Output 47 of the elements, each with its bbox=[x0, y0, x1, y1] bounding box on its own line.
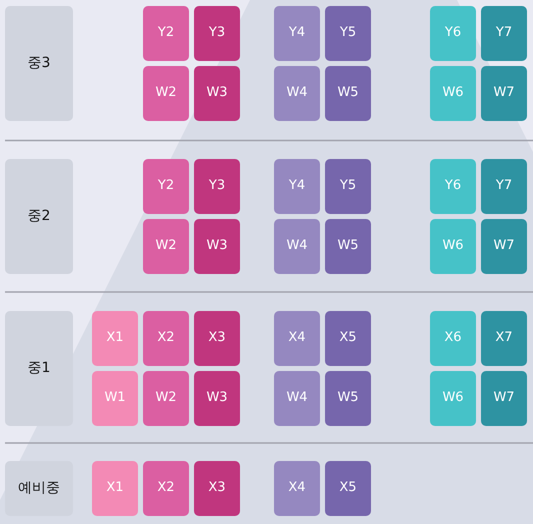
course-tile: X4 bbox=[274, 461, 320, 516]
course-tile: W5 bbox=[325, 66, 371, 121]
course-tile: W3 bbox=[194, 66, 240, 121]
course-tile: W4 bbox=[274, 371, 320, 426]
grade-label-card: 중3 bbox=[5, 6, 73, 121]
course-tile: X5 bbox=[325, 311, 371, 366]
course-tile: X1 bbox=[92, 311, 138, 366]
course-tile: W7 bbox=[481, 66, 527, 121]
course-tile: Y3 bbox=[194, 6, 240, 61]
course-tile: Y6 bbox=[430, 6, 476, 61]
course-tile: W7 bbox=[481, 219, 527, 274]
course-tile: X6 bbox=[430, 311, 476, 366]
course-tile: X3 bbox=[194, 311, 240, 366]
course-tile: Y3 bbox=[194, 159, 240, 214]
course-tile: W5 bbox=[325, 371, 371, 426]
course-tile: W4 bbox=[274, 219, 320, 274]
course-tile: W3 bbox=[194, 371, 240, 426]
course-tile: Y7 bbox=[481, 159, 527, 214]
course-tile: W2 bbox=[143, 219, 189, 274]
course-tile: X1 bbox=[92, 461, 138, 516]
course-tile: W2 bbox=[143, 66, 189, 121]
course-tile: X2 bbox=[143, 311, 189, 366]
grade-label-card: 중1 bbox=[5, 311, 73, 426]
course-tile: X3 bbox=[194, 461, 240, 516]
course-tile: Y7 bbox=[481, 6, 527, 61]
course-tile: W3 bbox=[194, 219, 240, 274]
course-tile: X4 bbox=[274, 311, 320, 366]
course-tile: Y2 bbox=[143, 6, 189, 61]
course-tile: Y4 bbox=[274, 6, 320, 61]
course-tile: X2 bbox=[143, 461, 189, 516]
course-tile: Y6 bbox=[430, 159, 476, 214]
grade-label-card: 중2 bbox=[5, 159, 73, 274]
course-tile: W6 bbox=[430, 219, 476, 274]
course-tile: Y5 bbox=[325, 6, 371, 61]
course-tile: W2 bbox=[143, 371, 189, 426]
course-tile: Y5 bbox=[325, 159, 371, 214]
course-tile: W4 bbox=[274, 66, 320, 121]
course-tile: W1 bbox=[92, 371, 138, 426]
course-tile: X5 bbox=[325, 461, 371, 516]
course-tile: W5 bbox=[325, 219, 371, 274]
course-tile: W6 bbox=[430, 371, 476, 426]
course-tile: W6 bbox=[430, 66, 476, 121]
course-tile: X7 bbox=[481, 311, 527, 366]
grade-label-card: 예비중 bbox=[5, 461, 73, 516]
course-tile: Y2 bbox=[143, 159, 189, 214]
course-tile: Y4 bbox=[274, 159, 320, 214]
course-tile: W7 bbox=[481, 371, 527, 426]
